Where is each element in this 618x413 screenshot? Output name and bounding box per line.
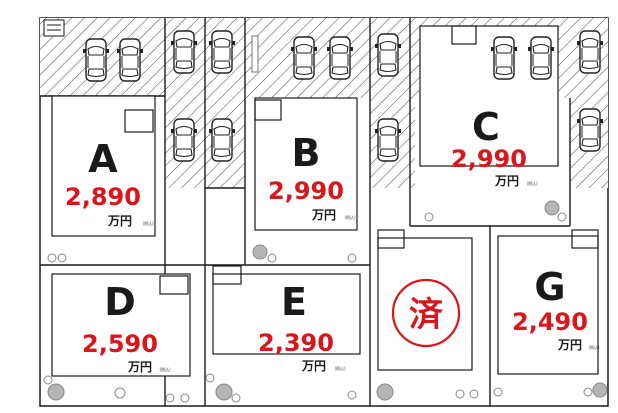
lot-tax-note: (税込) bbox=[334, 365, 346, 371]
lot-b[interactable]: B 2,990 万円 (税込) bbox=[268, 131, 356, 222]
lot-price: 2,590 bbox=[82, 330, 158, 358]
lot-letter: D bbox=[104, 280, 136, 324]
lot-e[interactable]: E 2,390 万円 (税込) bbox=[258, 280, 346, 373]
house-a bbox=[51, 95, 156, 237]
lot-price: 2,490 bbox=[512, 308, 588, 336]
lot-price: 2,390 bbox=[258, 329, 334, 357]
lot-letter: G bbox=[534, 265, 565, 309]
sold-stamp bbox=[391, 278, 461, 348]
lot-g[interactable]: G 2,490 万円 (税込) bbox=[512, 265, 600, 352]
sold-mark: 済 bbox=[409, 295, 444, 335]
lot-tax-note: (税込) bbox=[526, 180, 538, 186]
lot-price-unit: 万円 bbox=[107, 214, 132, 228]
lot-f-sold[interactable]: 済 bbox=[391, 278, 461, 348]
lot-price: 2,990 bbox=[451, 145, 527, 173]
lot-price-unit: 万円 bbox=[301, 359, 326, 373]
lot-d[interactable]: D 2,590 万円 (税込) bbox=[82, 280, 171, 374]
lot-letter: E bbox=[281, 280, 307, 324]
lot-price-unit: 万円 bbox=[311, 208, 336, 222]
lot-tax-note: (税込) bbox=[159, 366, 171, 372]
lot-price: 2,890 bbox=[65, 183, 141, 211]
lot-letter: A bbox=[88, 137, 118, 181]
lot-price-unit: 万円 bbox=[127, 360, 152, 374]
lot-c[interactable]: C 2,990 万円 (税込) bbox=[451, 105, 538, 188]
house-e bbox=[212, 273, 361, 355]
lot-letter: C bbox=[472, 105, 500, 149]
parking-sign-icon bbox=[43, 19, 65, 37]
house-g bbox=[497, 235, 599, 375]
lot-price-unit: 万円 bbox=[494, 174, 519, 188]
tree-icon bbox=[43, 200, 608, 403]
lot-price-unit: 万円 bbox=[557, 338, 582, 352]
lot-letter: B bbox=[292, 131, 321, 175]
lot-tax-note: (税込) bbox=[344, 214, 356, 220]
lot-tax-note: (税込) bbox=[588, 344, 600, 350]
lot-tax-note: (税込) bbox=[142, 220, 154, 226]
utility-marker bbox=[251, 35, 259, 73]
house-d bbox=[51, 273, 191, 377]
lot-a[interactable]: A 2,890 万円 (税込) bbox=[65, 137, 154, 228]
lot-price: 2,990 bbox=[268, 177, 344, 205]
